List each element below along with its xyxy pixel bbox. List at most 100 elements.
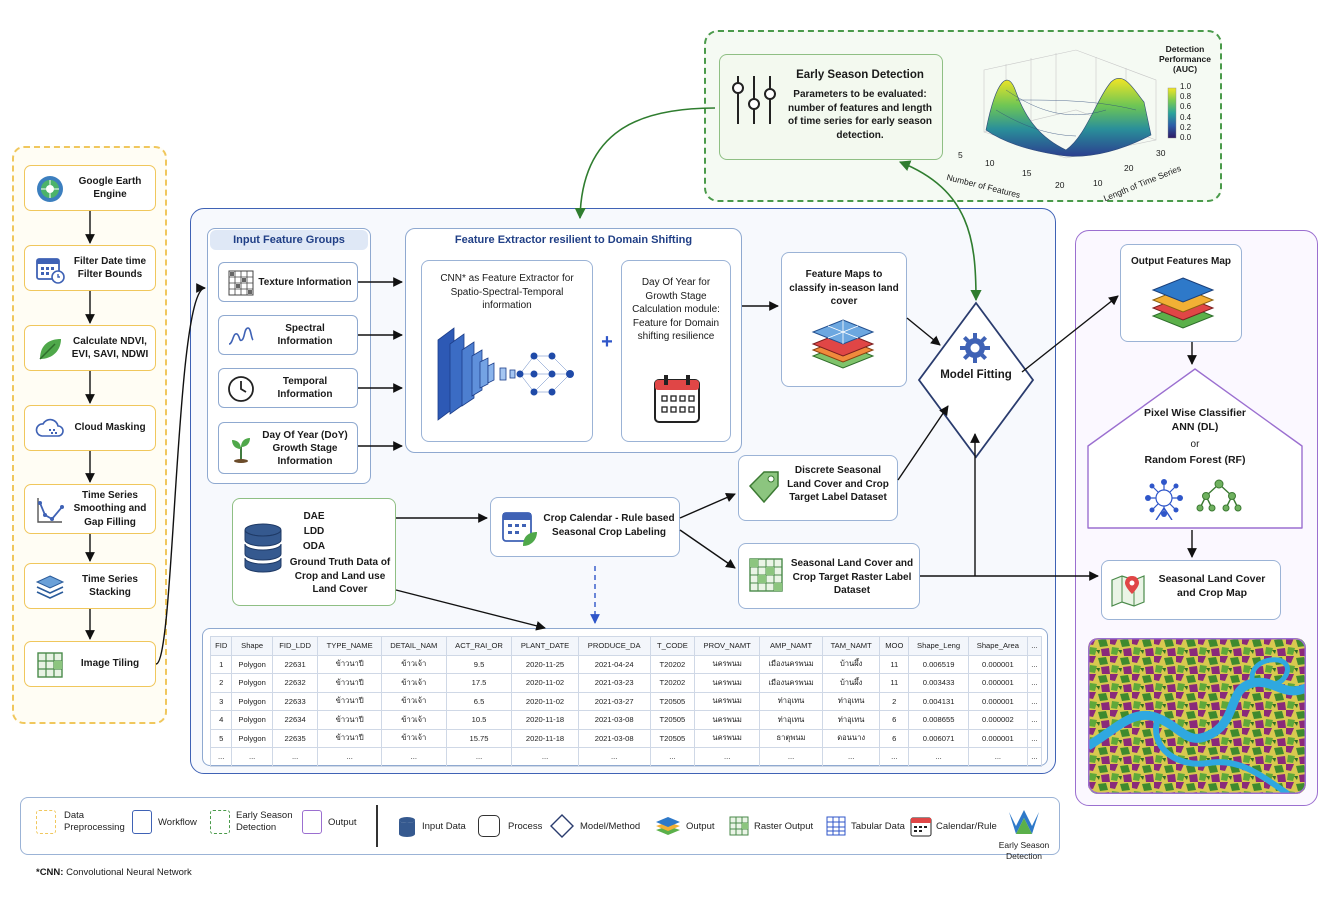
step-cloud-masking: Cloud Masking [24,405,156,451]
legend-swatch-preprocessing [36,810,56,834]
legend-layers-icon [656,817,680,835]
model-fitting-label: Model Fitting [940,369,1012,381]
classifier-pentagon [1087,368,1303,529]
sprout-icon [232,438,250,463]
feature-label: Spectral Information [277,323,333,347]
table-cell: ... [577,747,651,767]
legend-label: Process [508,821,543,832]
final-map-label: Seasonal Land Cover and Crop Map [1158,573,1266,600]
raster-dataset-box [738,543,920,609]
feature-spectral: Spectral Information [218,315,358,355]
legend-swatch-workflow [132,810,152,834]
x-tick: 5 [958,150,963,160]
feature-label: Day Of Year (DoY) Growth Stage Informati… [262,429,348,467]
step-label: Image Tiling [80,658,140,670]
step-label: Google Earth Engine [78,175,142,201]
table-cell: ... [231,747,273,767]
classifier-line1: Pixel Wise Classifier [1143,407,1247,419]
footnote-bold: *CNN: [36,867,64,878]
legend-label: Raster Output [754,821,814,832]
texture-grid-icon [228,270,254,296]
neural-network-icon [1145,479,1183,520]
step-filter-date: Filter Date time Filter Bounds [24,245,156,291]
footnote: *CNN: Convolutional Neural Network [36,867,192,878]
feature-temporal: Temporal Information [218,368,358,408]
table-header-cell: ... [1026,636,1043,656]
layers-icon [35,575,65,599]
ground-truth-label: Ground Truth Data of Crop and Land use L… [289,557,391,595]
legend-process-swatch [478,815,500,837]
table-cell: ... [317,747,382,767]
legend-label: Workflow [158,817,197,828]
legend-label: Output [686,821,715,832]
table-cell: ... [511,747,579,767]
feature-label: Texture Information [258,276,352,288]
step-label: Calculate NDVI, EVI, SAVI, NDWI [71,335,149,361]
feature-doy: Day Of Year (DoY) Growth Stage Informati… [218,422,358,474]
plus-sign: + [601,331,613,353]
y-tick: 10 [1093,178,1103,188]
legend-label: Early Season Detection [998,840,1050,861]
table-header-cell: TAM_NAMT [821,636,881,656]
globe-gear-icon [37,176,63,202]
table-header-cell: Shape [231,636,273,656]
discrete-dataset-label: Discrete Seasonal Land Cover and Crop Ta… [787,465,889,503]
x-tick: 15 [1022,168,1032,178]
line-graph-icon [37,498,64,523]
table-row: ........................................… [209,747,1043,767]
table-header-cell: FID_LDD [271,636,319,656]
step-image-tiling: Image Tiling [24,641,156,687]
land-cover-map [1088,638,1306,794]
table-cell: ... [694,747,761,767]
gt-source: ODA [302,541,326,552]
step-label: Cloud Masking [74,422,146,434]
legend-swatch-output [302,810,322,834]
calendar-icon [654,375,700,423]
raster-grid-icon [749,558,783,592]
y-tick: 20 [1124,163,1134,173]
table-cell: ... [908,747,969,767]
x-tick: 10 [985,158,995,168]
table-cell: ... [1026,747,1043,767]
feature-texture: Texture Information [218,262,358,302]
gt-source: DAE [303,511,325,522]
table-cell: ท่าอุเทน [821,691,881,711]
y-tick: 30 [1156,148,1166,158]
cloud-icon [35,418,64,437]
table-header-cell: FID [209,636,233,656]
table-header-cell: Shape_Leng [908,636,969,656]
feature-maps-label: Feature Maps to classify in-season land … [789,269,899,307]
legend-raster-icon [729,816,749,836]
early-season-title: Early Season Detection [796,69,924,81]
raster-dataset-label: Seasonal Land Cover and Crop Target Rast… [790,558,914,596]
table-header-cell: Shape_Area [968,636,1028,656]
doy-module-label: Day Of Year for Growth Stage Calculation… [632,277,720,342]
step-calculate-indices: Calculate NDVI, EVI, SAVI, NDWI [24,325,156,371]
tag-icon [748,471,779,504]
step-smoothing: Time Series Smoothing and Gap Filling [24,484,156,534]
auc-surface-plot [983,49,1177,159]
step-label: Time Series Stacking [82,573,138,599]
legend-box [20,797,1060,855]
table-cell: 0.006519 [908,654,969,674]
x-tick: 20 [1055,180,1065,190]
database-icon [244,523,282,573]
table-cell: ... [821,747,881,767]
slider-controls-icon [732,76,776,124]
step-label: Time Series Smoothing and Gap Filling [73,489,147,528]
table-header-cell: PLANT_DATE [511,636,579,656]
table-header-cell: T_CODE [649,636,696,656]
table-header-cell: AMP_NAMT [759,636,823,656]
legend-diamond-icon [550,814,574,838]
legend-table-icon [826,816,846,836]
table-cell: ... [209,747,233,767]
legend-label: Calendar/Rule [936,821,997,832]
step-stacking: Time Series Stacking [24,563,156,609]
grid-icon [37,652,63,678]
